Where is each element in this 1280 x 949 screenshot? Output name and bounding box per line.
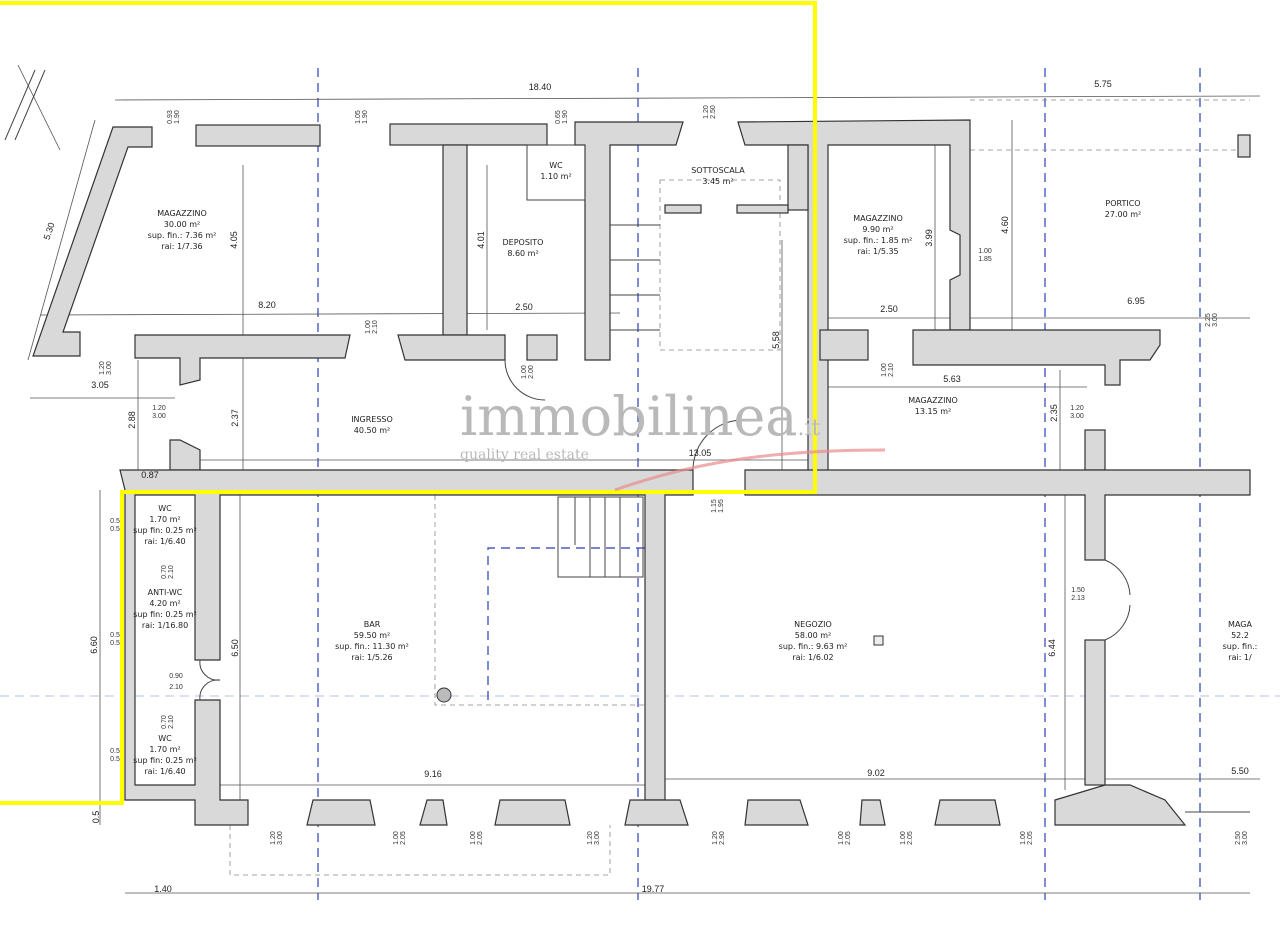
dim-label: 5.63 xyxy=(943,374,961,384)
dimension-lines xyxy=(17,64,1261,894)
dim-label: 6.44 xyxy=(1047,639,1057,657)
dim-label: 3.99 xyxy=(924,229,934,247)
dim-label: 9.16 xyxy=(424,769,442,779)
opening-label: 0.702.10 xyxy=(161,565,175,579)
opening-label: 0.702.10 xyxy=(161,715,175,729)
dim-label: 1.40 xyxy=(154,884,172,894)
opening-label: 2.503.00 xyxy=(1235,831,1249,845)
opening-label: 1.002.10 xyxy=(365,320,379,334)
dim-label: 5.30 xyxy=(42,221,57,241)
walls xyxy=(4,69,1251,826)
dim-label: 2.88 xyxy=(127,411,137,429)
opening-label: 1.002.05 xyxy=(900,831,914,845)
dim-label: 4.05 xyxy=(229,231,239,249)
opening-label: 1.051.90 xyxy=(355,110,369,124)
dashed-outlines xyxy=(229,99,1250,876)
dim-label: 3.05 xyxy=(91,380,109,390)
dim-label: 5.75 xyxy=(1094,79,1112,89)
structural-grid xyxy=(0,68,1280,900)
opening-label: 1.203.00 xyxy=(270,831,284,845)
dim-label: 5.58 xyxy=(771,331,781,349)
opening-label: 0.651.90 xyxy=(555,110,569,124)
opening-label: 1.002.05 xyxy=(470,831,484,845)
opening-label: 1.002.05 xyxy=(1020,831,1034,845)
opening-label: 1.151.95 xyxy=(711,499,725,513)
dim-label: 0.5 xyxy=(91,811,101,824)
opening-label: 1.202.50 xyxy=(703,105,717,119)
opening-label: 1.203.00 xyxy=(99,361,113,375)
opening-label: 1.002.10 xyxy=(881,363,895,377)
svg-text:immobilinea.it: immobilinea.it xyxy=(460,385,821,448)
dim-label: 2.50 xyxy=(880,304,898,314)
opening-label: 1.002.05 xyxy=(838,831,852,845)
dim-label: 9.02 xyxy=(867,768,885,778)
dim-label: 5.50 xyxy=(1231,766,1249,776)
dim-label: 18.40 xyxy=(529,82,552,92)
opening-label: 2.253.00 xyxy=(1205,313,1219,327)
opening-label: 1.202.90 xyxy=(712,831,726,845)
opening-label: 0.931.90 xyxy=(167,110,181,124)
dim-label: 2.37 xyxy=(230,409,240,427)
dim-label: 2.35 xyxy=(1049,404,1059,422)
dim-label: 6.95 xyxy=(1127,296,1145,306)
opening-labels: 0.931.90 1.051.90 0.651.90 1.202.50 1.00… xyxy=(99,105,1249,845)
dim-label: 6.50 xyxy=(230,639,240,657)
svg-text:quality real estate: quality real estate xyxy=(460,447,589,463)
dim-label: 4.60 xyxy=(1000,216,1010,234)
dim-label: 8.20 xyxy=(258,300,276,310)
column-icon xyxy=(436,687,452,703)
column-icon xyxy=(873,635,884,646)
opening-label: 1.203.00 xyxy=(587,831,601,845)
watermark: immobilinea.it quality real estate xyxy=(460,385,886,492)
dim-label: 19.77 xyxy=(642,884,665,894)
highlight-outline xyxy=(0,1,817,805)
stairs xyxy=(199,224,1131,703)
dimension-labels: 18.40 5.75 5.30 4.05 8.20 4.01 2.50 2.50… xyxy=(42,79,1249,894)
opening-label: 1.002.00 xyxy=(521,365,535,379)
dim-label: 2.50 xyxy=(515,302,533,312)
dim-label: 0.87 xyxy=(141,470,159,480)
opening-label: 1.002.05 xyxy=(393,831,407,845)
dim-label: 6.60 xyxy=(89,636,99,654)
dim-label: 4.01 xyxy=(476,231,486,249)
dim-label: 13.05 xyxy=(689,448,712,458)
